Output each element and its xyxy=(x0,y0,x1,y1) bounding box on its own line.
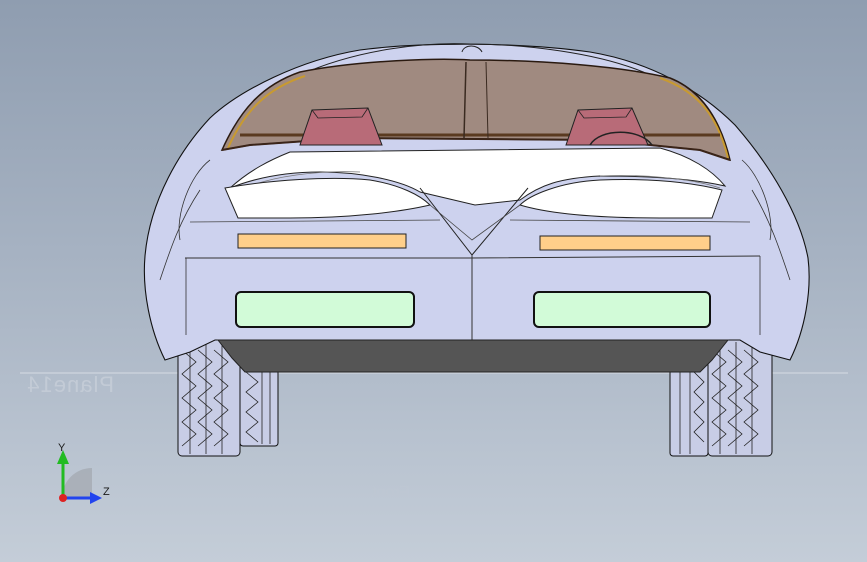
left-wheel xyxy=(177,339,279,457)
right-wheel xyxy=(669,339,773,457)
right-reverse-light xyxy=(533,291,711,328)
left-tail-light xyxy=(237,233,407,249)
rear-deck xyxy=(229,147,727,206)
left-reverse-light xyxy=(235,291,415,328)
right-tail-light xyxy=(539,235,711,251)
axis-z-label: Z xyxy=(103,486,110,498)
axis-y-label: Y xyxy=(58,442,66,454)
rear-diffuser xyxy=(216,339,730,373)
